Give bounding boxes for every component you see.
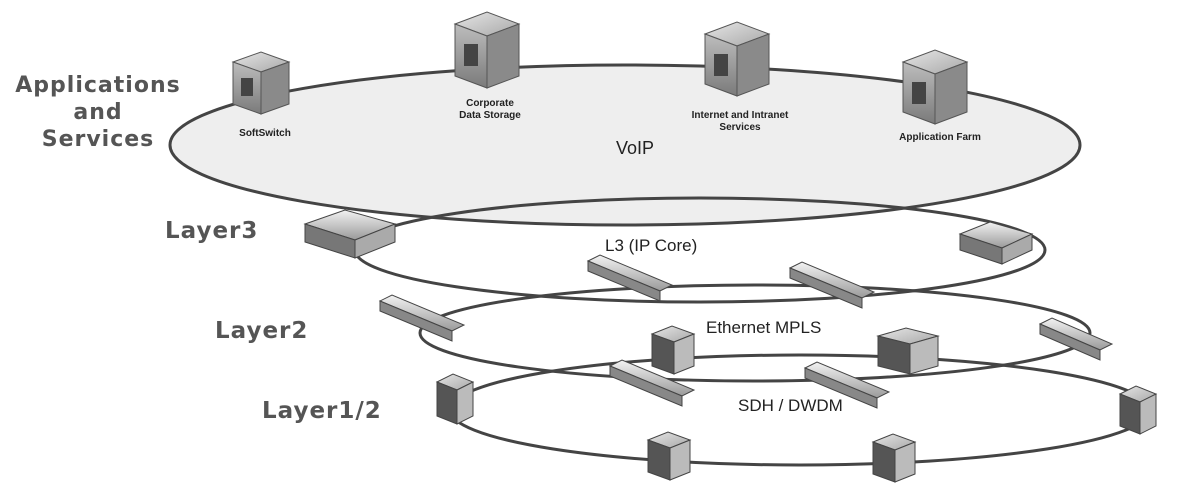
l2-switch-right-icon xyxy=(1038,317,1114,361)
sdh-node-2-icon xyxy=(876,327,940,375)
internet-services-label: Internet and Intranet Services xyxy=(660,110,820,134)
applications-label-line-2: and xyxy=(73,100,123,125)
l3-switch-center-left-icon xyxy=(586,254,674,302)
layer2-label: Layer2 xyxy=(215,318,309,344)
sdh-node-5-icon xyxy=(646,431,692,481)
internet-services-label-line-2: Services xyxy=(719,122,761,133)
sdh-node-4-icon xyxy=(1118,385,1158,435)
l3-ring-label: L3 (IP Core) xyxy=(605,236,698,255)
l2-switch-bottom-left-icon xyxy=(608,359,696,407)
l3-switch-center-right-icon xyxy=(788,261,876,309)
corporate-storage-label-line-1: Corporate xyxy=(466,98,514,109)
l2-ring xyxy=(418,283,1092,383)
applications-label-line-1: Applications xyxy=(15,73,181,98)
l2-switch-bottom-right-icon xyxy=(803,361,891,409)
corporate-storage-server-icon xyxy=(453,11,521,89)
internet-services-label-line-1: Internet and Intranet xyxy=(691,110,789,121)
corporate-storage-label-line-2: Data Storage xyxy=(459,110,521,121)
sdh-node-6-icon xyxy=(871,433,917,483)
l3-router-right-icon xyxy=(958,221,1034,265)
sdh-node-3-icon xyxy=(435,373,475,425)
voip-ring xyxy=(168,63,1082,227)
l2-switch-left-icon xyxy=(378,294,466,342)
softswitch-server-icon xyxy=(231,51,291,115)
applications-label-line-3: Services xyxy=(41,127,155,152)
internet-services-server-icon xyxy=(703,21,771,97)
softswitch-label: SoftSwitch xyxy=(239,128,291,139)
corporate-storage-label: Corporate Data Storage xyxy=(440,98,540,122)
voip-ring-label: VoIP xyxy=(616,138,655,158)
applications-services-label: Applications and Services xyxy=(8,72,188,153)
sdh-node-1-icon xyxy=(650,325,696,375)
application-farm-label: Application Farm xyxy=(899,132,981,143)
layer3-label: Layer3 xyxy=(165,218,259,244)
l2-ring-label: Ethernet MPLS xyxy=(706,318,822,337)
l1-ring-label: SDH / DWDM xyxy=(738,396,843,415)
application-farm-server-icon xyxy=(901,49,969,125)
l3-router-left-icon xyxy=(303,209,397,259)
layer1-label: Layer1/2 xyxy=(262,398,382,424)
